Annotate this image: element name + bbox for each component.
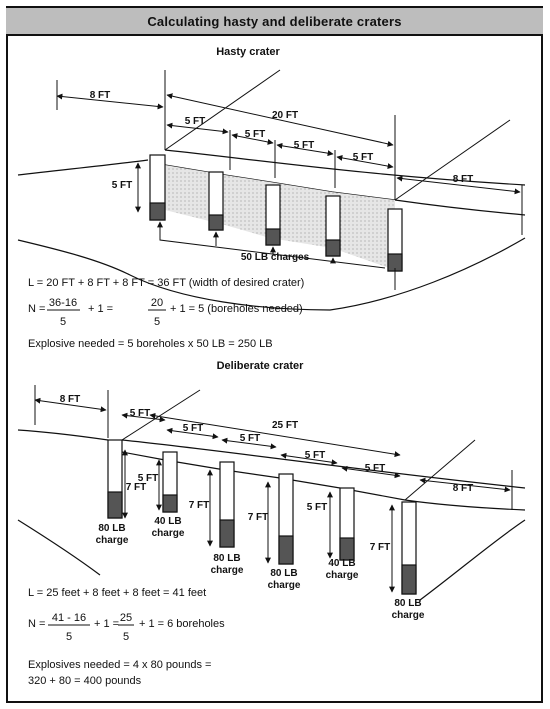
svg-text:+ 1 = 5 (boreholes needed): + 1 = 5 (boreholes needed) (170, 303, 303, 315)
hasty-dim-right: 8 FT (453, 174, 474, 185)
svg-text:80 LB: 80 LB (98, 523, 125, 534)
svg-text:36-16: 36-16 (49, 297, 77, 309)
deliberate-charge-labels: 80 LB charge 40 LB charge 80 LB charge 8… (96, 516, 425, 621)
svg-text:80 LB: 80 LB (213, 553, 240, 564)
svg-text:20: 20 (151, 297, 163, 309)
hasty-dim-left: 8 FT (90, 90, 111, 101)
svg-text:25: 25 (120, 612, 132, 624)
hasty-borehole-2 (208, 171, 224, 231)
hasty-heading: Hasty crater (216, 46, 280, 58)
hasty-borehole-3 (265, 184, 281, 246)
deliberate-explosive-line-1: Explosives needed = 4 x 80 pounds = (28, 659, 211, 671)
figure-title: Calculating hasty and deliberate craters (147, 13, 402, 29)
svg-text:40 LB: 40 LB (154, 516, 181, 527)
deliberate-depth-5: 5 FT (307, 502, 328, 513)
svg-text:N =: N = (28, 303, 45, 315)
hasty-formula-L: L = 20 FT + 8 FT + 8 FT = 36 FT (width o… (28, 277, 304, 289)
hasty-dim-spacing-3: 5 FT (294, 140, 315, 151)
hasty-dim-total: 20 FT (272, 110, 298, 121)
hasty-charges-label: 50 LB charges (241, 252, 310, 263)
deliberate-depth-2: 5 FT (138, 473, 159, 484)
title-bar: Calculating hasty and deliberate craters (6, 8, 543, 36)
deliberate-depth-1: 7 FT (126, 482, 147, 493)
svg-text:80 LB: 80 LB (270, 568, 297, 579)
deliberate-boreholes (107, 439, 417, 595)
hasty-borehole-1 (149, 154, 166, 221)
deliberate-dim-spacing-3: 5 FT (240, 433, 261, 444)
hasty-boreholes (149, 154, 403, 272)
deliberate-dim-right: 8 FT (453, 483, 474, 494)
svg-text:charge: charge (96, 535, 129, 546)
deliberate-depth-6: 7 FT (370, 542, 391, 553)
hasty-borehole-4 (325, 195, 341, 257)
svg-text:+ 1 =: + 1 = (94, 618, 119, 630)
deliberate-dim-spacing-2: 5 FT (183, 423, 204, 434)
svg-text:charge: charge (392, 610, 425, 621)
svg-text:+ 1 = 6 boreholes: + 1 = 6 boreholes (139, 618, 225, 630)
deliberate-dim-spacing-1: 5 FT (130, 408, 151, 419)
svg-text:5: 5 (60, 316, 66, 328)
svg-text:5: 5 (66, 631, 72, 643)
hasty-dim-spacing-2: 5 FT (245, 129, 266, 140)
deliberate-depth-4: 7 FT (248, 512, 269, 523)
deliberate-dim-spacing-4: 5 FT (305, 450, 326, 461)
deliberate-dim-total: 25 FT (272, 420, 298, 431)
hasty-explosive: Explosive needed = 5 boreholes x 50 LB =… (28, 338, 273, 350)
svg-text:+ 1 =: + 1 = (88, 303, 113, 315)
hasty-dim-spacing-4: 5 FT (353, 152, 374, 163)
svg-text:charge: charge (152, 528, 185, 539)
deliberate-depth-3: 7 FT (189, 500, 210, 511)
deliberate-borehole-2 (162, 451, 178, 513)
deliberate-heading: Deliberate crater (217, 360, 305, 372)
deliberate-formula-N: N = 41 - 16 5 + 1 = 25 5 + 1 = 6 borehol… (28, 612, 225, 643)
svg-text:charge: charge (326, 570, 359, 581)
deliberate-borehole-1 (107, 439, 123, 519)
svg-text:5: 5 (123, 631, 129, 643)
deliberate-formula-L: L = 25 feet + 8 feet + 8 feet = 41 feet (28, 587, 206, 599)
svg-text:N =: N = (28, 618, 45, 630)
deliberate-dim-left: 8 FT (60, 394, 81, 405)
deliberate-borehole-6 (401, 501, 417, 595)
deliberate-dim-spacing-5: 5 FT (365, 463, 386, 474)
svg-text:5: 5 (154, 316, 160, 328)
deliberate-borehole-4 (278, 473, 294, 565)
hasty-dim-spacing-1: 5 FT (185, 116, 206, 127)
svg-text:40 LB: 40 LB (328, 558, 355, 569)
deliberate-explosive-line-2: 320 + 80 = 400 pounds (28, 675, 142, 687)
hasty-dim-depth: 5 FT (112, 180, 133, 191)
svg-text:charge: charge (211, 565, 244, 576)
svg-text:charge: charge (268, 580, 301, 591)
deliberate-borehole-3 (219, 461, 235, 548)
hasty-formula-N: N = 36-16 5 + 1 = 20 5 + 1 = 5 (borehole… (28, 297, 303, 328)
deliberate-borehole-5 (339, 487, 355, 561)
hasty-borehole-5 (387, 208, 403, 272)
svg-text:80 LB: 80 LB (394, 598, 421, 609)
svg-text:41 - 16: 41 - 16 (52, 612, 86, 624)
